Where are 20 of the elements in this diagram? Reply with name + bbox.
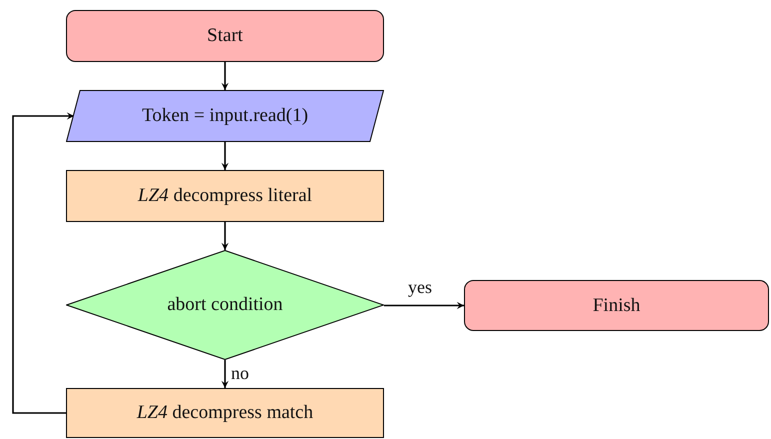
node-label: abort condition [167, 294, 283, 316]
process-box [66, 388, 384, 438]
node-label: Token = input.read(1) [142, 105, 308, 127]
edge-label: yes [408, 276, 432, 298]
terminal-box [66, 10, 384, 62]
edge-label: no [231, 363, 249, 384]
process-box [66, 170, 384, 222]
arrow [221, 360, 229, 388]
node-label: LZ4 decompress literal [138, 185, 312, 207]
arrow [221, 222, 229, 250]
node-label: LZ4 decompress match [136, 402, 314, 424]
terminal-box [464, 280, 769, 331]
node-label: Start [207, 25, 243, 47]
arrow [12, 112, 74, 414]
arrow [221, 142, 229, 170]
arrow [384, 302, 464, 310]
node-label: Finish [592, 294, 640, 316]
decision-diamond [66, 250, 384, 360]
arrow [221, 62, 229, 90]
input-parallelogram [66, 90, 384, 142]
